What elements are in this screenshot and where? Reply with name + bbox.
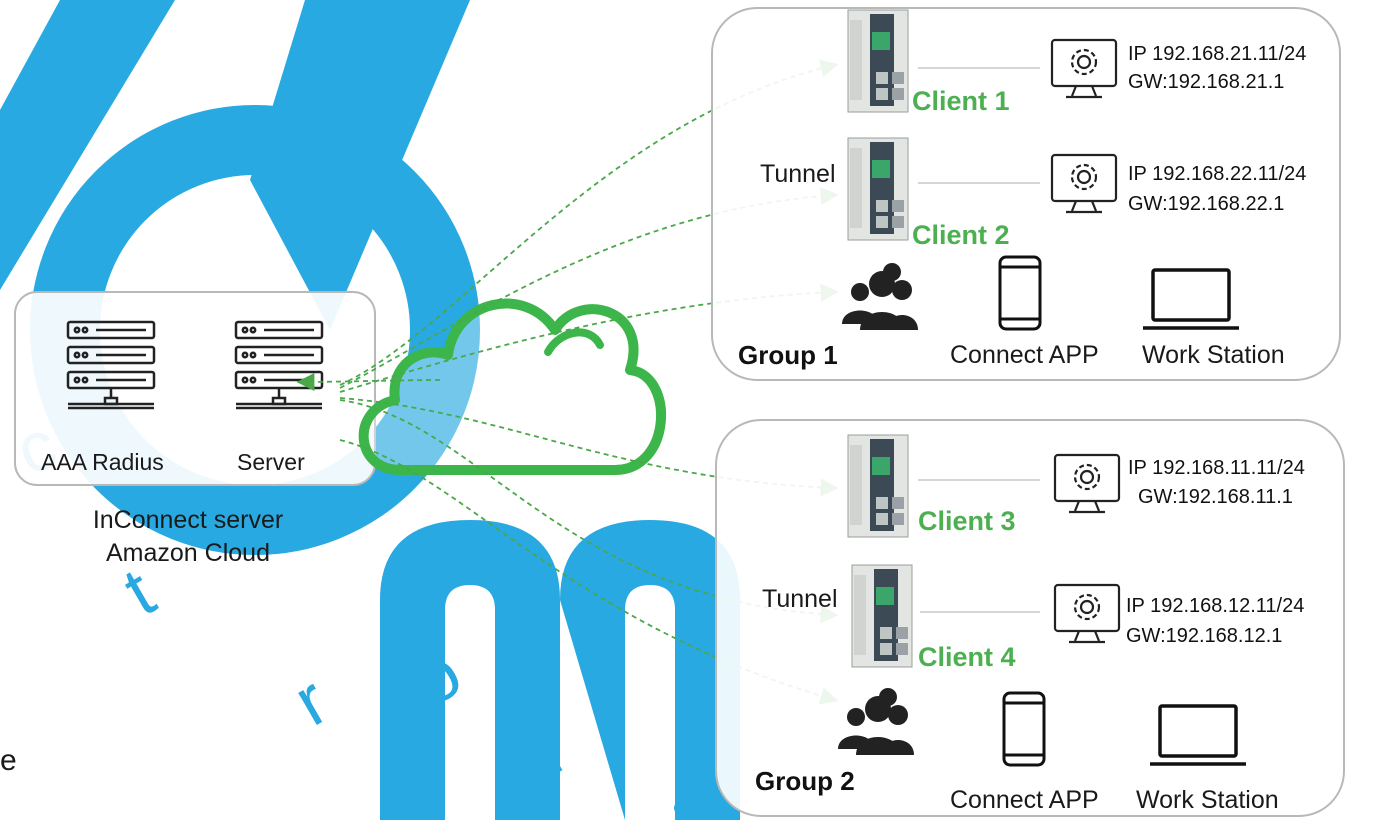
laptop-icon [1150,704,1246,766]
client-4-gw: GW:192.168.12.1 [1126,625,1282,647]
user-group-icon [838,688,914,755]
router-device-icon [847,137,909,241]
router-device-icon [851,564,913,668]
group-2-workstation-label: Work Station [1136,786,1279,814]
client-3-label: Client 3 [918,506,1016,536]
client-3-ip: IP 192.168.11.11/24 [1128,457,1305,479]
client-4-tunnel-label: Tunnel [762,585,838,613]
watermark-letter-m [380,520,740,820]
router-device-icon [847,9,909,113]
client-3-gw: GW:192.168.11.1 [1138,486,1293,508]
client-4-label: Client 4 [918,642,1016,672]
group-1-app-label: Connect APP [950,341,1099,369]
client-1-gw: GW:192.168.21.1 [1128,71,1284,93]
group-1-box: Client 1 IP 192.168.21.11/24 GW:192.168.… [711,7,1341,381]
smartphone-icon [1002,691,1046,767]
laptop-icon [1143,268,1239,330]
watermark-letter-a [0,0,175,290]
client-2-tunnel-label: Tunnel [760,160,836,188]
server-box: AAA Radius Server [14,291,376,486]
server-caption-line1: InConnect server [93,506,283,534]
stray-text: e [0,744,17,777]
group-2-label: Group 2 [755,766,855,796]
cloud-icon [358,298,667,475]
router-device-icon [847,434,909,538]
server-rack-icon [234,320,324,410]
server-caption-line2: Amazon Cloud [106,539,270,567]
group-1-workstation-label: Work Station [1142,341,1285,369]
computer-gear-icon [1050,38,1118,99]
watermark-letter-r: r [281,661,340,740]
server-box-frame [14,291,376,486]
connection-client-2 [339,187,839,389]
client-2-label: Client 2 [912,220,1010,250]
watermark-dot [674,802,686,814]
client-2-gw: GW:192.168.22.1 [1128,193,1284,215]
server-label: Server [237,449,305,475]
connection-client-3 [339,397,839,497]
group-2-box: Client 3 IP 192.168.11.11/24 GW:192.168.… [715,419,1345,817]
client-4-ip: IP 192.168.12.11/24 [1126,595,1304,617]
cloud-inner-curve [544,328,604,356]
server-rack-icon [66,320,156,410]
client-1-label: Client 1 [912,86,1010,116]
group-1-label: Group 1 [738,340,838,370]
aaa-radius-label: AAA Radius [41,449,164,475]
user-group-icon [842,263,918,330]
smartphone-icon [998,255,1042,331]
computer-gear-icon [1050,153,1118,214]
computer-gear-icon [1053,453,1121,514]
client-1-ip: IP 192.168.21.11/24 [1128,43,1306,65]
client-2-ip: IP 192.168.22.11/24 [1128,163,1306,185]
group-2-app-label: Connect APP [950,786,1099,814]
computer-gear-icon [1053,583,1121,644]
